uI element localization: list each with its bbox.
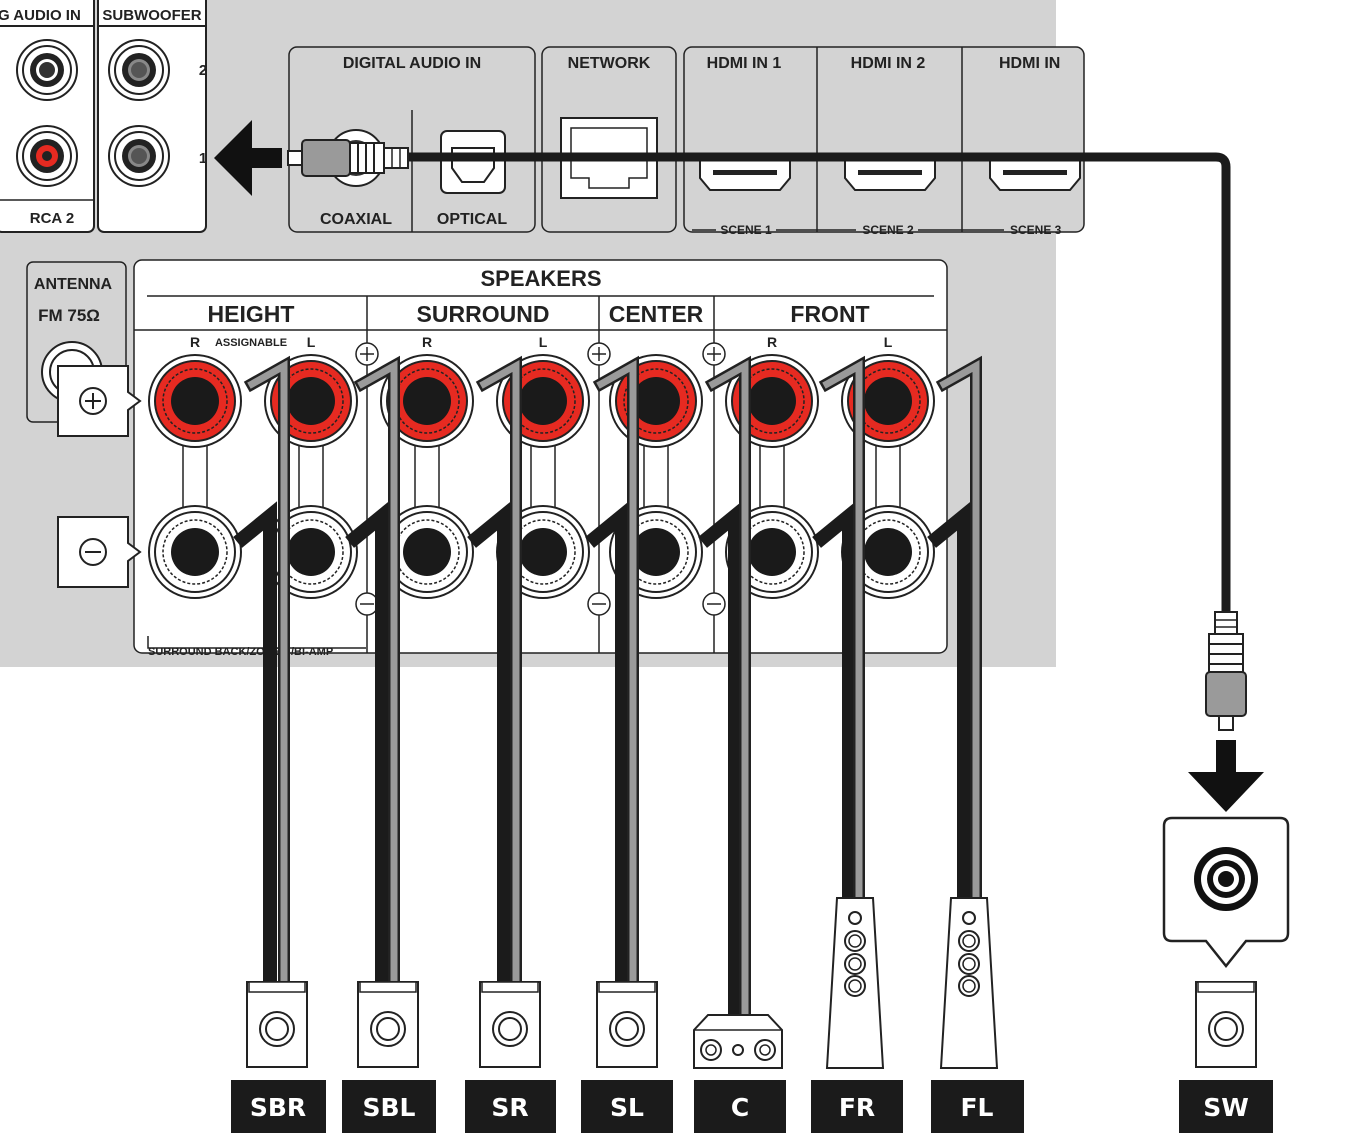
subwoofer-label: SUBWOOFER — [102, 7, 201, 24]
cable-sbr-negative — [233, 501, 277, 992]
height-r-positive-terminal — [148, 354, 242, 448]
tag-c: C — [731, 1093, 749, 1122]
speaker-sbr-icon — [246, 981, 308, 1068]
coaxial-label: COAXIAL — [320, 211, 392, 228]
tag-c-box — [694, 1080, 786, 1133]
surround-back-label: SURROUND BACK/ZONE B/BI-AMP — [148, 646, 333, 658]
cable-sbl-positive — [357, 360, 398, 989]
arrow-to-subwoofer-input — [1188, 740, 1264, 812]
speaker-c-icon — [693, 1014, 783, 1069]
negative-callout — [57, 516, 142, 588]
height-l-label: L — [307, 334, 316, 350]
cable-fl-negative — [927, 501, 971, 907]
analog-audio-in-label: G AUDIO IN — [0, 7, 81, 24]
tag-sw: SW — [1203, 1093, 1249, 1122]
cable-sbr-positive — [247, 360, 288, 989]
group-surround-label: SURROUND — [417, 301, 550, 327]
tag-sbr-box — [231, 1080, 326, 1133]
network-label: NETWORK — [568, 55, 651, 72]
tag-sr-box — [465, 1080, 556, 1133]
speakers — [246, 897, 1257, 1069]
speaker-cables — [233, 355, 982, 1022]
tag-sw-box — [1179, 1080, 1273, 1133]
arrow-to-subwoofer-jack — [214, 120, 282, 196]
speakers-title: SPEAKERS — [480, 266, 601, 291]
speaker-sr-icon — [479, 981, 541, 1068]
speaker-fr-icon — [826, 897, 884, 1069]
cable-fr-positive — [822, 360, 863, 904]
height-r-label: R — [190, 334, 200, 350]
surround-l-label: L — [539, 334, 548, 350]
speakers-section: SPEAKERS HEIGHT SURROUND CENTER FRONT R … — [133, 259, 948, 658]
tag-sbr: SBR — [250, 1093, 306, 1122]
subwoofer-jack-1-number: 1 — [199, 150, 207, 167]
height-r-negative-terminal — [148, 505, 242, 599]
network-section: NETWORK — [541, 46, 677, 233]
speaker-sw-icon — [1195, 981, 1257, 1068]
group-center-label: CENTER — [609, 301, 704, 327]
rear-panel: G AUDIO IN RCA 2 SUBWOOFER 2 1 DIGITAL A… — [0, 0, 1085, 667]
hdmi-section: HDMI IN 1 SCENE 1 HDMI IN 2 SCENE 2 HDMI… — [683, 46, 1085, 237]
cable-c-negative — [698, 501, 742, 1022]
cable-fr-negative — [812, 501, 856, 907]
analog-in-jack-upper — [16, 39, 78, 101]
subwoofer-cable — [214, 120, 1290, 969]
cable-c-positive — [708, 360, 749, 1019]
positive-callout — [57, 365, 142, 437]
subwoofer-jack-2-number: 2 — [199, 62, 207, 79]
subwoofer-input-callout — [1162, 816, 1290, 969]
optical-label: OPTICAL — [437, 211, 507, 228]
optical-jack — [440, 130, 506, 194]
tag-fl-box — [931, 1080, 1024, 1133]
tag-fr: FR — [839, 1093, 875, 1122]
tag-sl: SL — [610, 1093, 644, 1122]
tag-sbl-box — [342, 1080, 436, 1133]
subwoofer-section: SUBWOOFER 2 1 — [97, 0, 207, 233]
speaker-tags: SBR SBL SR SL C FR FL SW — [231, 1080, 1273, 1133]
group-height-label: HEIGHT — [208, 301, 295, 327]
front-l-label: L — [884, 334, 893, 350]
speaker-sl-icon — [596, 981, 658, 1068]
speaker-fl-icon — [940, 897, 998, 1069]
hdmi-in-3-label: HDMI IN — [999, 55, 1060, 72]
tag-sl-box — [581, 1080, 673, 1133]
cable-sr-positive — [479, 360, 520, 989]
tag-fr-box — [811, 1080, 903, 1133]
hdmi-in-1-scene: SCENE 1 — [720, 223, 772, 237]
subwoofer-jack-1 — [108, 125, 170, 187]
hdmi-in-2-scene: SCENE 2 — [862, 223, 914, 237]
tag-fl: FL — [960, 1093, 993, 1122]
analog-audio-in-section: G AUDIO IN RCA 2 — [0, 0, 95, 233]
cable-sl-positive — [596, 360, 637, 989]
cable-sbl-negative — [345, 501, 389, 992]
hdmi-in-2-label: HDMI IN 2 — [851, 55, 926, 72]
digital-audio-in-label: DIGITAL AUDIO IN — [343, 55, 481, 72]
subwoofer-plug-receiver-end — [287, 139, 409, 177]
analog-in-jack-lower — [16, 125, 78, 187]
group-front-label: FRONT — [790, 301, 869, 327]
hdmi-in-1-label: HDMI IN 1 — [707, 55, 782, 72]
rca-2-label: RCA 2 — [30, 210, 74, 227]
antenna-label: ANTENNA — [34, 276, 113, 293]
cable-sr-negative — [467, 501, 511, 992]
subwoofer-jack-2 — [108, 39, 170, 101]
tag-sbl: SBL — [363, 1093, 416, 1122]
fm-75-label: FM 75Ω — [38, 306, 100, 325]
hdmi-in-3-scene: SCENE 3 — [1010, 223, 1062, 237]
tag-sr: SR — [491, 1093, 528, 1122]
assignable-label: ASSIGNABLE — [215, 337, 287, 349]
cable-fl-positive — [939, 360, 980, 904]
surround-r-label: R — [422, 334, 432, 350]
subwoofer-plug-speaker-end — [1205, 611, 1247, 731]
front-r-label: R — [767, 334, 777, 350]
speaker-sbl-icon — [357, 981, 419, 1068]
cable-sl-negative — [585, 501, 629, 992]
